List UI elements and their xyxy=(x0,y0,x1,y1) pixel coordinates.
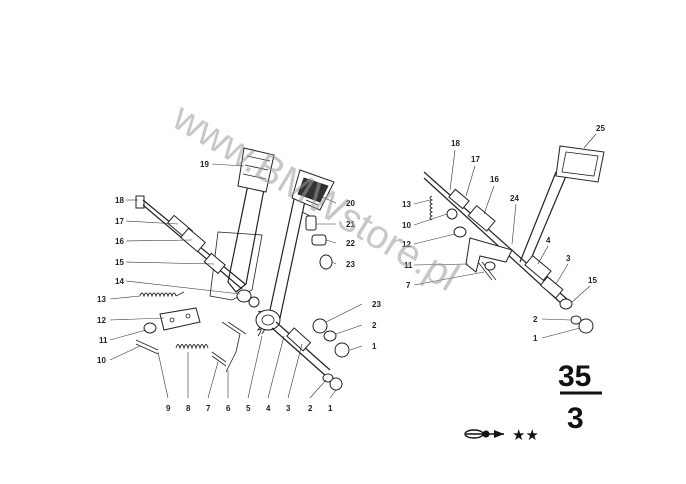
pin-10 xyxy=(135,339,159,355)
sleeve-16 xyxy=(180,227,206,253)
label-15: 15 xyxy=(115,258,124,267)
bolt-head-18 xyxy=(135,195,145,209)
label-19: 19 xyxy=(200,160,209,169)
label-7: 7 xyxy=(206,404,211,413)
label-1-side: 1 xyxy=(372,342,377,351)
right-part-labels: 25 18 17 16 24 13 10 12 11 7 4 3 15 2 1 xyxy=(402,124,605,343)
washer-2 xyxy=(322,373,334,383)
label-r3: 3 xyxy=(566,254,571,263)
label-r16: 16 xyxy=(490,175,499,184)
label-r13: 13 xyxy=(402,200,411,209)
star-rating-icon: ★★ xyxy=(512,426,539,444)
label-r7: 7 xyxy=(406,281,411,290)
bolt-r7 xyxy=(477,261,497,281)
brake-pedal-pad xyxy=(237,147,275,193)
label-9: 9 xyxy=(166,404,171,413)
lever-6 xyxy=(221,321,247,373)
label-17: 17 xyxy=(115,217,124,226)
bracket-12 xyxy=(159,307,201,331)
sleeve-r3 xyxy=(539,276,564,299)
label-8: 8 xyxy=(186,404,191,413)
key-icon xyxy=(464,429,504,439)
label-23-upper: 23 xyxy=(346,260,355,269)
label-22: 22 xyxy=(346,239,355,248)
label-23-lower: 23 xyxy=(372,300,381,309)
sleeve-r16 xyxy=(467,204,496,232)
label-r10: 10 xyxy=(402,221,411,230)
label-r15: 15 xyxy=(588,276,597,285)
page-number: 35 3 xyxy=(558,360,602,435)
spring-r13 xyxy=(429,195,434,221)
nut-r1 xyxy=(578,318,594,334)
nut-23b xyxy=(312,318,328,334)
bolt-7 xyxy=(211,351,227,367)
spring-housing xyxy=(255,309,281,331)
washer-r15 xyxy=(559,298,573,310)
label-r4: 4 xyxy=(546,236,551,245)
left-part-labels: 19 18 17 16 15 14 13 12 11 10 20 21 22 2… xyxy=(97,160,381,413)
leader-lines xyxy=(109,133,597,399)
label-4: 4 xyxy=(266,404,271,413)
label-r12: 12 xyxy=(402,240,411,249)
nut-23a xyxy=(319,254,333,270)
spring-8 xyxy=(175,344,209,350)
label-r11: 11 xyxy=(404,261,413,270)
label-r25: 25 xyxy=(596,124,605,133)
page-number-top: 35 xyxy=(558,360,591,393)
nut-r10 xyxy=(446,208,458,220)
label-r2: 2 xyxy=(533,315,538,324)
label-6: 6 xyxy=(226,404,231,413)
spring-13 xyxy=(139,292,177,298)
footer-symbols: ★★ xyxy=(464,426,539,444)
sleeve-3 xyxy=(286,327,312,352)
page-number-bottom: 3 xyxy=(567,402,584,435)
bushing-11 xyxy=(143,322,157,334)
label-3: 3 xyxy=(286,404,291,413)
label-r17: 17 xyxy=(471,155,480,164)
label-21: 21 xyxy=(346,220,355,229)
label-14: 14 xyxy=(115,277,124,286)
washer-r2 xyxy=(570,315,582,325)
label-20: 20 xyxy=(346,199,355,208)
label-18: 18 xyxy=(115,196,124,205)
shaft-bushing-21 xyxy=(305,215,317,231)
label-1: 1 xyxy=(328,404,333,413)
label-12: 12 xyxy=(97,316,106,325)
washer-14 xyxy=(236,289,252,303)
bushing-r12 xyxy=(453,226,467,238)
bushing-22 xyxy=(311,234,327,246)
label-r24: 24 xyxy=(510,194,519,203)
bushing-15 xyxy=(203,252,226,275)
watermark: www.BMWstore.pl xyxy=(165,94,467,299)
nut-1-side xyxy=(334,342,350,358)
sleeve-r4 xyxy=(524,254,552,282)
right-assembly xyxy=(423,145,605,334)
left-assembly xyxy=(135,147,350,391)
nut-1 xyxy=(329,377,343,391)
sleeve-r17 xyxy=(448,188,470,210)
label-r18: 18 xyxy=(451,139,460,148)
washer-2-side xyxy=(323,330,337,342)
pedal-arm-24 xyxy=(519,171,567,267)
label-16: 16 xyxy=(115,237,124,246)
label-2: 2 xyxy=(308,404,313,413)
label-11: 11 xyxy=(99,336,108,345)
label-r1: 1 xyxy=(533,334,538,343)
label-5: 5 xyxy=(246,404,251,413)
label-10: 10 xyxy=(97,356,106,365)
label-13: 13 xyxy=(97,295,106,304)
label-2-side: 2 xyxy=(372,321,377,330)
